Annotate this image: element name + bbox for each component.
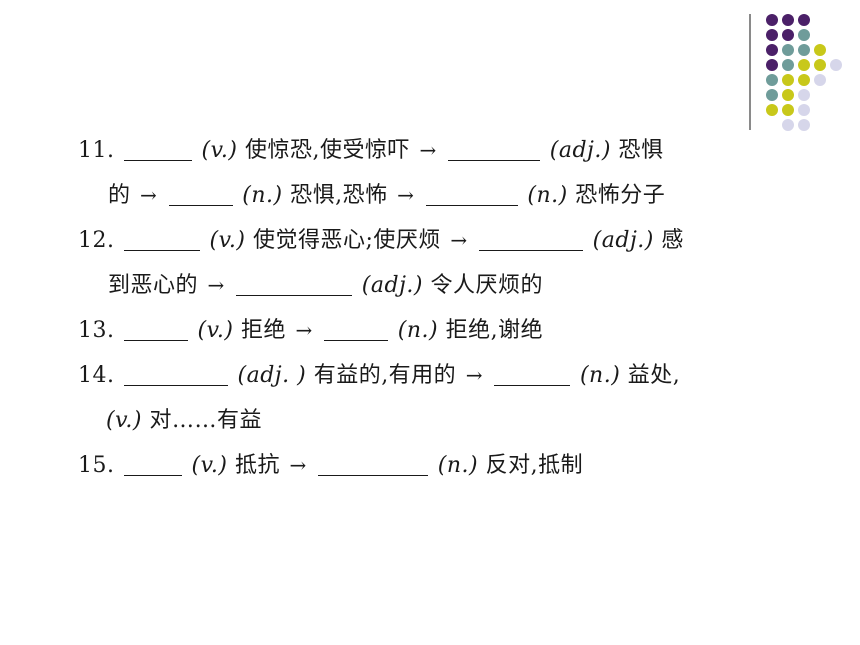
meaning: 到恶心的 (108, 273, 199, 298)
item-number: 15. (78, 453, 115, 478)
item-13-line-1: 13. (v.) 拒绝 → (n.) 拒绝,谢绝 (78, 308, 808, 353)
decorative-dot (782, 89, 794, 101)
part-of-speech: (v.) (209, 228, 246, 253)
decorative-dot (798, 29, 810, 41)
answer-blank[interactable] (479, 220, 584, 251)
divider-line (749, 14, 751, 130)
arrow-icon: → (140, 183, 158, 207)
part-of-speech: (adj.) (549, 138, 611, 163)
answer-blank[interactable] (124, 445, 182, 476)
decorative-dot (766, 29, 778, 41)
meaning: 使惊恐,使受惊吓 (244, 138, 410, 163)
item-14-line-2: (v.) 对……有益 (78, 398, 808, 443)
item-15-line-1: 15. (v.) 抵抗 → (n.) 反对,抵制 (78, 443, 808, 488)
item-12-line-2: 到恶心的 → (adj.) 令人厌烦的 (78, 263, 808, 308)
decorative-dot (782, 44, 794, 56)
part-of-speech: (v.) (106, 408, 142, 433)
decorative-dot (798, 119, 810, 131)
part-of-speech: (n.) (242, 183, 283, 208)
meaning: 抵抗 (234, 453, 280, 478)
meaning: 反对,抵制 (485, 453, 584, 478)
meaning: 有益的,有用的 (313, 363, 457, 388)
part-of-speech: (v.) (191, 453, 228, 478)
part-of-speech: (adj.) (361, 273, 423, 298)
meaning: 感 (661, 228, 684, 253)
decorative-dot (798, 89, 810, 101)
decorative-dot (766, 44, 778, 56)
arrow-icon: → (295, 318, 313, 342)
part-of-speech: (v.) (197, 318, 234, 343)
arrow-icon: → (207, 273, 225, 297)
decorative-dot (814, 59, 826, 71)
part-of-speech: (n.) (527, 183, 568, 208)
decorative-dot (766, 104, 778, 116)
part-of-speech: (adj. ) (237, 363, 307, 388)
part-of-speech: (n.) (437, 453, 479, 478)
decorative-dot (766, 14, 778, 26)
answer-blank[interactable] (324, 310, 389, 341)
item-14-line-1: 14. (adj. ) 有益的,有用的 → (n.) 益处, (78, 353, 808, 398)
meaning: 对……有益 (149, 408, 262, 433)
decorative-dot (782, 119, 794, 131)
part-of-speech: (n.) (579, 363, 621, 388)
answer-blank[interactable] (425, 175, 518, 206)
vocabulary-list: 11. (v.) 使惊恐,使受惊吓 → (adj.) 恐惧 的 → (n.) 恐… (78, 128, 808, 488)
decorative-dot (798, 74, 810, 86)
decorative-dot (766, 74, 778, 86)
meaning: 使觉得恶心;使厌烦 (252, 228, 441, 253)
meaning: 益处, (627, 363, 681, 388)
answer-blank[interactable] (236, 265, 353, 296)
meaning: 令人厌烦的 (430, 273, 543, 298)
decorative-dot (798, 59, 810, 71)
answer-blank[interactable] (168, 175, 233, 206)
arrow-icon: → (450, 228, 468, 252)
arrow-icon: → (465, 363, 483, 387)
answer-blank[interactable] (124, 355, 228, 386)
arrow-icon: → (289, 453, 307, 477)
meaning: 的 (108, 183, 131, 208)
decorative-dot (814, 44, 826, 56)
item-12-line-1: 12. (v.) 使觉得恶心;使厌烦 → (adj.) 感 (78, 218, 808, 263)
decorative-dot (782, 59, 794, 71)
part-of-speech: (adj.) (592, 228, 654, 253)
decorative-dot (814, 74, 826, 86)
decorative-dot (782, 14, 794, 26)
part-of-speech: (v.) (201, 138, 238, 163)
item-11-line-1: 11. (v.) 使惊恐,使受惊吓 → (adj.) 恐惧 (78, 128, 808, 173)
decorative-dot (782, 74, 794, 86)
decorative-dot (798, 44, 810, 56)
decorative-dot (782, 104, 794, 116)
answer-blank[interactable] (318, 445, 429, 476)
answer-blank[interactable] (124, 310, 188, 341)
item-number: 13. (78, 318, 115, 343)
answer-blank[interactable] (124, 130, 192, 161)
decorative-dot (798, 14, 810, 26)
arrow-icon: → (397, 183, 415, 207)
decorative-dot (782, 29, 794, 41)
meaning: 恐惧 (618, 138, 664, 163)
answer-blank[interactable] (494, 355, 571, 386)
decorative-dot (798, 104, 810, 116)
meaning: 拒绝 (240, 318, 286, 343)
answer-blank[interactable] (448, 130, 541, 161)
arrow-icon: → (419, 138, 437, 162)
item-11-line-2: 的 → (n.) 恐惧,恐怖 → (n.) 恐怖分子 (78, 173, 808, 218)
item-number: 12. (78, 228, 115, 253)
part-of-speech: (n.) (397, 318, 439, 343)
item-number: 11. (78, 138, 115, 163)
meaning: 恐怖分子 (575, 183, 666, 208)
decorative-dot (830, 59, 842, 71)
meaning: 恐惧,恐怖 (290, 183, 388, 208)
meaning: 拒绝,谢绝 (445, 318, 544, 343)
item-number: 14. (78, 363, 115, 388)
decorative-dot (766, 89, 778, 101)
answer-blank[interactable] (124, 220, 200, 251)
decorative-dot (766, 59, 778, 71)
